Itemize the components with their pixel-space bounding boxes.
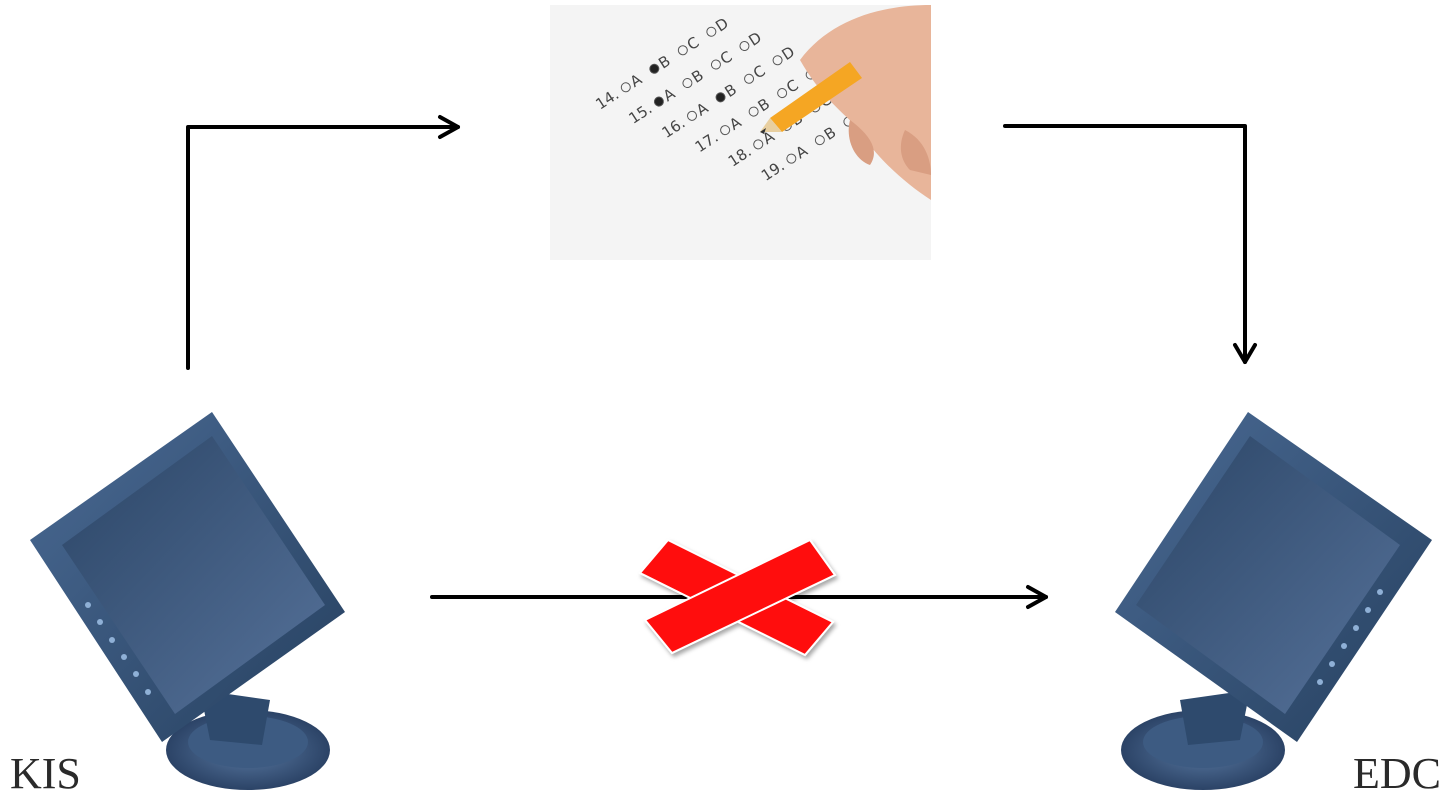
answer-bubble (772, 55, 783, 66)
arrow-sheet-to-edc (1003, 124, 1247, 364)
answer-bubble (814, 135, 825, 146)
answer-bubble (786, 153, 797, 164)
edc-label: EDC (1353, 749, 1441, 798)
answer-bubble (653, 96, 664, 107)
answer-bubble (744, 73, 755, 84)
monitor-icon (1115, 412, 1432, 790)
arrow-sheet-to-edc-head (1233, 343, 1257, 364)
hand-with-pencil (760, 5, 931, 200)
answer-bubble (677, 45, 688, 56)
answer-bubble (682, 78, 693, 89)
answer-bubble (649, 63, 660, 74)
arrow-kis-to-edc-head (1026, 585, 1048, 609)
answer-bubble (710, 59, 721, 70)
answer-sheet-image: 14.ABCD15.ABCD16.ABCD17.ABCD18.ABCD19.AB… (550, 5, 931, 260)
red-cross-icon (638, 538, 837, 657)
answer-bubble (748, 106, 759, 117)
answer-bubble (687, 110, 698, 121)
answer-bubble (620, 82, 631, 93)
answer-bubble (715, 92, 726, 103)
answer-bubble (706, 26, 717, 37)
arrow-kis-to-sheet-head (438, 115, 460, 139)
answer-bubble (739, 41, 750, 52)
answer-bubble (777, 88, 788, 99)
kis-label: KIS (10, 749, 81, 798)
arrow-kis-to-sheet (186, 125, 460, 370)
answer-bubble (753, 139, 764, 150)
answer-bubble (720, 125, 731, 136)
monitor-icon (30, 412, 345, 790)
